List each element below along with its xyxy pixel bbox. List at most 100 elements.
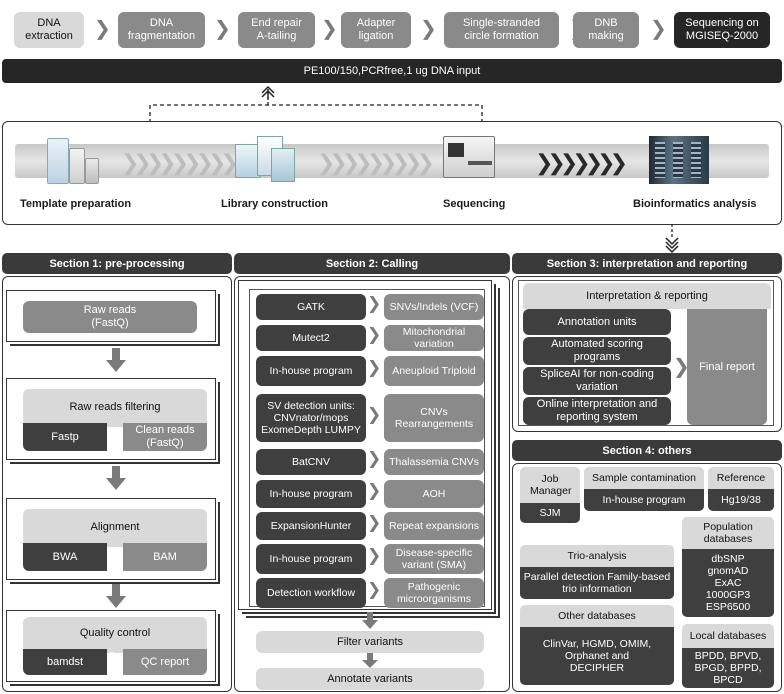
contamination-value-box: In-house program <box>584 489 704 511</box>
sjm-box: SJM <box>520 503 580 523</box>
spec-text: PE100/150,PCRfree,1 ug DNA input <box>303 64 481 77</box>
filtering-title: Raw reads filtering <box>69 401 161 413</box>
step-label: Adapter ligation <box>356 17 396 42</box>
annotate-variants-box: Annotate variants <box>256 668 484 690</box>
workflow-row: DNA extraction ❯ DNA fragmentation ❯ End… <box>0 0 784 56</box>
automated-scoring-label: Automated scoring programs <box>551 338 643 363</box>
final-report-box: Final report <box>687 309 767 425</box>
bamdst-label: bamdst <box>46 655 84 668</box>
calling-tool-label: Mutect2 <box>292 332 330 344</box>
fastp-box: Fastp <box>23 423 107 451</box>
calling-tool-label: In-house program <box>269 365 353 377</box>
calling-output-box: Mitochondrial variation <box>384 325 484 351</box>
alignment-card: Alignment BWA ❯ BAM <box>6 498 216 580</box>
chevron-icon: ❯ <box>107 545 123 565</box>
contamination-title-box: Sample contamination <box>584 467 704 489</box>
online-system-box: Online interpretation and reporting syst… <box>523 397 671 425</box>
contamination-value: In-house program <box>602 494 686 506</box>
spliceai-box: SpliceAI for non-coding variation <box>523 367 671 395</box>
calling-tool-box: GATK <box>256 294 366 320</box>
section3-title: Section 3: interpretation and reporting <box>546 257 748 270</box>
stage-bioinformatics-analysis: Bioinformatics analysis <box>633 198 757 210</box>
trio-value: Parallel detection Family-based trio inf… <box>523 571 671 595</box>
down-arrow-icon <box>665 224 679 254</box>
trio-title-box: Trio-analysis <box>520 545 674 567</box>
step-label: DNB making <box>588 17 624 42</box>
filter-variants-box: Filter variants <box>256 631 484 653</box>
reference-title: Reference <box>716 472 766 484</box>
qc-report-label: QC report <box>140 655 190 668</box>
alignment-title: Alignment <box>90 521 140 533</box>
fastp-label: Fastp <box>51 430 79 443</box>
step-label: Sequencing on MGISEQ-2000 <box>685 17 759 42</box>
chevron-icon: ❯ <box>650 18 667 40</box>
raw-reads-card: Raw reads (FastQ) <box>6 290 216 342</box>
calling-output-box: SNVs/Indels (VCF) <box>384 294 484 320</box>
spec-bar: PE100/150,PCRfree,1 ug DNA input <box>2 59 782 83</box>
calling-tool-label: GATK <box>297 301 325 313</box>
calling-output-box: Pathogenic microorganisms <box>384 578 484 608</box>
dashed-connector <box>149 85 483 123</box>
stage-library-construction: Library construction <box>221 198 328 210</box>
pipeline-panel: ❯❯❯❯❯❯❯❯❯ ❯❯❯❯❯❯❯❯❯ ❯❯❯❯❯❯❯ Template pre… <box>2 121 782 225</box>
step-dna-extraction: DNA extraction <box>14 12 84 48</box>
chevron-icon: ❯ <box>367 405 382 424</box>
calling-tool-box: SV detection units: CNVnator/mops ExomeD… <box>256 394 366 442</box>
chevron-icon: ❯ <box>367 580 382 599</box>
chevron-icon: ❯ <box>214 18 231 40</box>
chevron-icon: ❯ <box>367 449 382 468</box>
sequencer-image <box>443 136 495 178</box>
raw-reads-box: Raw reads (FastQ) <box>23 301 197 333</box>
step-label: DNA fragmentation <box>127 17 196 42</box>
calling-tool-label: In-house program <box>269 553 353 565</box>
calling-tool-label: In-house program <box>269 488 353 500</box>
calling-output-label: SNVs/Indels (VCF) <box>389 301 479 313</box>
chevrons-icon: ❯❯❯❯❯❯❯ <box>535 150 628 175</box>
section3-header: Section 3: interpretation and reporting <box>512 253 782 274</box>
qc-report-box: QC report <box>123 649 207 675</box>
step-sequencing: Sequencing on MGISEQ-2000 <box>674 12 770 48</box>
step-label: DNA extraction <box>25 17 73 42</box>
trio-value-box: Parallel detection Family-based trio inf… <box>520 567 674 599</box>
local-db-title: Local databases <box>689 630 767 642</box>
step-dnb-making: DNB making <box>573 12 639 48</box>
step-circle-formation: Single-stranded circle formation <box>444 12 559 48</box>
reference-title-box: Reference <box>708 467 774 489</box>
chevron-icon: ❯ <box>321 18 338 40</box>
calling-output-label: Thalassemia CNVs <box>389 456 479 468</box>
calling-output-box: Repeat expansions <box>384 512 484 540</box>
online-system-label: Online interpretation and reporting syst… <box>536 398 658 423</box>
section2-title: Section 2: Calling <box>325 257 419 270</box>
population-value: dbSNP gnomAD ExAC 1000GP3 ESP6500 <box>705 553 751 613</box>
bamdst-box: bamdst <box>23 649 107 675</box>
population-title-box: Population databases <box>682 517 774 549</box>
annotation-units-label: Annotation units <box>557 315 637 328</box>
down-arrow-icon <box>362 653 378 668</box>
chevron-icon: ❯ <box>107 650 123 670</box>
qc-card: Quality control bamdst ❯ QC report <box>6 610 216 682</box>
population-title: Population databases <box>703 521 753 545</box>
interpretation-title-box: Interpretation & reporting <box>523 283 771 309</box>
section4-header: Section 4: others <box>512 440 782 461</box>
library-kit-image <box>235 136 297 186</box>
automated-scoring-box: Automated scoring programs <box>523 337 671 365</box>
reference-value-box: Hg19/38 <box>708 489 774 511</box>
calling-output-label: Disease-specific variant (SMA) <box>395 547 473 571</box>
interpretation-box: Interpretation & reporting Annotation un… <box>518 280 774 426</box>
step-label: Single-stranded circle formation <box>462 17 541 42</box>
section4-title: Section 4: others <box>602 444 692 457</box>
chevrons-icon: ❯❯❯❯❯❯❯❯❯ <box>317 150 435 175</box>
chevron-icon: ❯ <box>367 481 382 500</box>
calling-output-box: Disease-specific variant (SMA) <box>384 544 484 574</box>
job-manager-title: Job Manager <box>530 473 572 497</box>
chevron-icon: ❯ <box>367 294 382 313</box>
other-db-value-box: ClinVar, HGMD, OMIM, Orphanet and DECIPH… <box>520 627 674 685</box>
server-rack-image <box>649 136 709 184</box>
trio-title: Trio-analysis <box>567 550 627 562</box>
clean-reads-label: Clean reads (FastQ) <box>135 424 195 449</box>
chevrons-icon: ❯❯❯❯❯❯❯❯❯ <box>121 150 239 175</box>
calling-output-box: Aneuploid Triploid <box>384 356 484 386</box>
calling-output-label: Pathogenic microorganisms <box>396 581 472 605</box>
contamination-title: Sample contamination <box>592 472 696 484</box>
calling-output-box: Thalassemia CNVs <box>384 449 484 475</box>
